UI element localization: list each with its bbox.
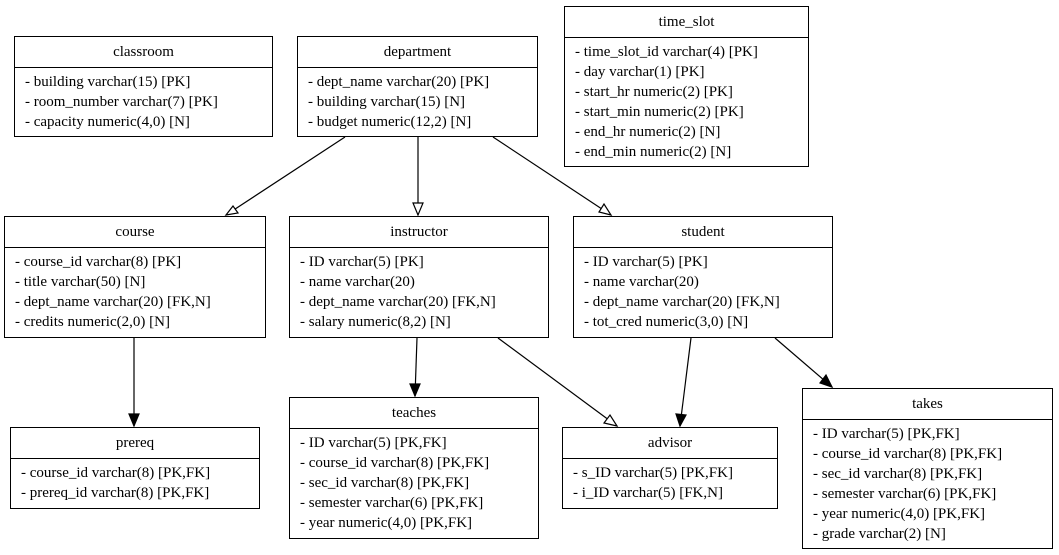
attribute: - start_hr numeric(2) [PK] [575, 84, 733, 100]
attribute: - building varchar(15) [PK] [25, 74, 191, 90]
edge-department-instructor [412, 137, 424, 217]
attribute: - title varchar(50) [N] [15, 274, 146, 290]
attribute: - sec_id varchar(8) [PK,FK] [813, 466, 983, 482]
attribute: - time_slot_id varchar(4) [PK] [575, 44, 758, 60]
attribute: - ID varchar(5) [PK] [584, 254, 708, 270]
entity-title: instructor [290, 217, 548, 248]
entity-title: student [574, 217, 832, 248]
entity-title: teaches [290, 398, 538, 429]
entity-title: advisor [563, 428, 777, 459]
attribute: - dept_name varchar(20) [FK,N] [584, 294, 780, 310]
entity-instructor: instructor - ID varchar(5) [PK] - name v… [289, 216, 549, 338]
attribute: - course_id varchar(8) [PK,FK] [813, 446, 1003, 462]
entity-title: prereq [11, 428, 259, 459]
entity-takes: takes - ID varchar(5) [PK,FK] - course_i… [802, 388, 1053, 549]
attribute: - end_hr numeric(2) [N] [575, 124, 721, 140]
attribute: - semester varchar(6) [PK,FK] [300, 495, 484, 511]
edge-course-prereq [128, 338, 140, 428]
attribute: - year numeric(4,0) [PK,FK] [300, 515, 473, 531]
attribute: - dept_name varchar(20) [FK,N] [15, 294, 211, 310]
attribute: - salary numeric(8,2) [N] [300, 314, 451, 330]
attribute: - sec_id varchar(8) [PK,FK] [300, 475, 470, 491]
attribute: - i_ID varchar(5) [FK,N] [573, 485, 723, 501]
entity-title: course [5, 217, 265, 248]
attribute: - course_id varchar(8) [PK,FK] [300, 455, 490, 471]
attribute: - tot_cred numeric(3,0) [N] [584, 314, 749, 330]
attribute: - ID varchar(5) [PK] [300, 254, 424, 270]
entity-title: time_slot [565, 7, 808, 38]
attribute: - room_number varchar(7) [PK] [25, 94, 218, 110]
attribute: - start_min numeric(2) [PK] [575, 104, 744, 120]
entity-title: department [298, 37, 537, 68]
attribute: - year numeric(4,0) [PK,FK] [813, 506, 986, 522]
attribute: - ID varchar(5) [PK,FK] [813, 426, 960, 442]
edge-department-student [492, 136, 613, 216]
attribute: - capacity numeric(4,0) [N] [25, 114, 190, 130]
entity-student: student - ID varchar(5) [PK] - name varc… [573, 216, 833, 338]
entity-title: classroom [15, 37, 272, 68]
attribute: - dept_name varchar(20) [FK,N] [300, 294, 496, 310]
attribute: - name varchar(20) [300, 274, 415, 290]
attribute: - name varchar(20) [584, 274, 699, 290]
entity-advisor: advisor - s_ID varchar(5) [PK,FK] - i_ID… [562, 427, 778, 509]
attribute: - budget numeric(12,2) [N] [308, 114, 472, 130]
attribute: - course_id varchar(8) [PK] [15, 254, 182, 270]
entity-teaches: teaches - ID varchar(5) [PK,FK] - course… [289, 397, 539, 539]
attribute: - building varchar(15) [N] [308, 94, 466, 110]
edge-student-takes [774, 337, 834, 389]
entity-department: department - dept_name varchar(20) [PK] … [297, 36, 538, 137]
attribute: - credits numeric(2,0) [N] [15, 314, 170, 330]
attribute: - course_id varchar(8) [PK,FK] [21, 465, 211, 481]
entity-title: takes [803, 389, 1052, 420]
attribute: - grade varchar(2) [N] [813, 526, 946, 542]
edge-instructor-teaches [409, 337, 421, 398]
attribute: - semester varchar(6) [PK,FK] [813, 486, 997, 502]
attribute: - ID varchar(5) [PK,FK] [300, 435, 447, 451]
edge-student-advisor [675, 337, 692, 428]
attribute: - s_ID varchar(5) [PK,FK] [573, 465, 733, 481]
entity-course: course - course_id varchar(8) [PK] - tit… [4, 216, 266, 338]
edge-instructor-advisor [497, 337, 619, 427]
attribute: - day varchar(1) [PK] [575, 64, 705, 80]
attribute: - end_min numeric(2) [N] [575, 144, 732, 160]
entity-time-slot: time_slot - time_slot_id varchar(4) [PK]… [564, 6, 809, 167]
attribute: - dept_name varchar(20) [PK] [308, 74, 490, 90]
entity-prereq: prereq - course_id varchar(8) [PK,FK] - … [10, 427, 260, 509]
attribute: - prereq_id varchar(8) [PK,FK] [21, 485, 210, 501]
edge-department-course [224, 136, 346, 216]
entity-classroom: classroom - building varchar(15) [PK] - … [14, 36, 273, 137]
